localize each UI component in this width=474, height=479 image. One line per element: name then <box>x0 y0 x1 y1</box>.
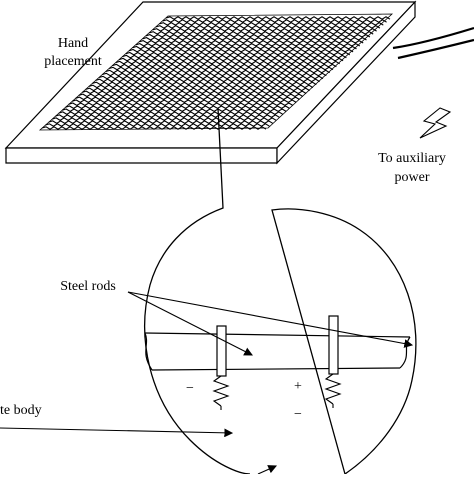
annotation-arrows <box>0 291 414 475</box>
arrow-to-body <box>0 427 234 438</box>
electrode-line <box>85 87 310 92</box>
electrode-line <box>105 69 330 74</box>
electrode-line <box>139 39 364 44</box>
electrode-line <box>61 108 287 113</box>
panel-front-edge <box>5 147 278 164</box>
electrode-line <box>55 114 280 118</box>
steel-rods-label: Steel rods <box>60 279 116 294</box>
electrode-line <box>159 22 384 26</box>
spring-right <box>324 373 342 408</box>
electrode-line <box>58 111 284 115</box>
electrode-line <box>45 123 270 127</box>
steel-rod-right <box>328 315 339 375</box>
lightning-bolt-icon <box>419 107 452 139</box>
auxiliary-power-label-line2: power <box>395 170 430 185</box>
electrode-grid <box>41 16 391 130</box>
substrate-band <box>144 332 411 371</box>
electrode-line <box>78 93 304 98</box>
power-cable-2 <box>397 38 474 60</box>
polarity-minus-right: − <box>294 407 302 422</box>
electrode-line <box>98 75 324 80</box>
electrode-line <box>152 28 377 32</box>
power-cables <box>392 26 474 60</box>
electrode-line <box>142 36 367 41</box>
electrode-line <box>118 57 344 62</box>
electrode-line <box>125 51 351 56</box>
electrode-line <box>82 90 307 95</box>
electrode-line <box>95 78 320 83</box>
electrode-line <box>145 33 371 38</box>
panel-right-edge <box>276 0 416 165</box>
arrow-bottom-partial <box>257 465 278 475</box>
electrode-line <box>108 66 334 71</box>
electrode-line <box>68 102 294 107</box>
grid-outline <box>38 13 394 131</box>
arrow-to-rod-left <box>127 291 253 356</box>
electrode-line <box>48 120 273 124</box>
polarity-minus-left: − <box>186 381 194 396</box>
polarity-plus-right: + <box>294 379 302 394</box>
electrode-line <box>115 60 340 65</box>
substrate-left-break <box>144 332 153 371</box>
electrode-line <box>162 19 387 23</box>
electrode-line <box>155 25 381 29</box>
steel-rod-left <box>216 325 227 377</box>
electrode-line <box>112 63 337 68</box>
electrode-line <box>149 31 374 35</box>
spring-left <box>212 375 230 410</box>
substrate-bottom-edge <box>151 367 401 371</box>
arrow-to-rod-right <box>127 291 414 348</box>
electrode-line <box>132 45 357 50</box>
electrode-line <box>122 54 347 59</box>
hand-placement-label-line1: Hand <box>58 36 88 51</box>
electrode-line <box>92 81 317 86</box>
electrode-line <box>135 42 361 47</box>
electrode-line <box>65 105 290 110</box>
auxiliary-power-label-line1: To auxiliary <box>378 151 446 166</box>
electrode-line <box>75 96 300 101</box>
electrode-line <box>51 117 277 121</box>
electrode-line <box>128 48 354 53</box>
electrode-line <box>102 72 327 77</box>
electrode-line <box>88 84 314 89</box>
substrate-right-break <box>399 336 411 369</box>
hand-placement-label-line2: placement <box>44 54 102 69</box>
substrate-top-edge <box>144 332 411 338</box>
electrode-line <box>72 99 297 104</box>
electrode-line <box>165 16 391 20</box>
body-label: te body <box>0 403 42 418</box>
power-cable-1 <box>392 26 474 50</box>
